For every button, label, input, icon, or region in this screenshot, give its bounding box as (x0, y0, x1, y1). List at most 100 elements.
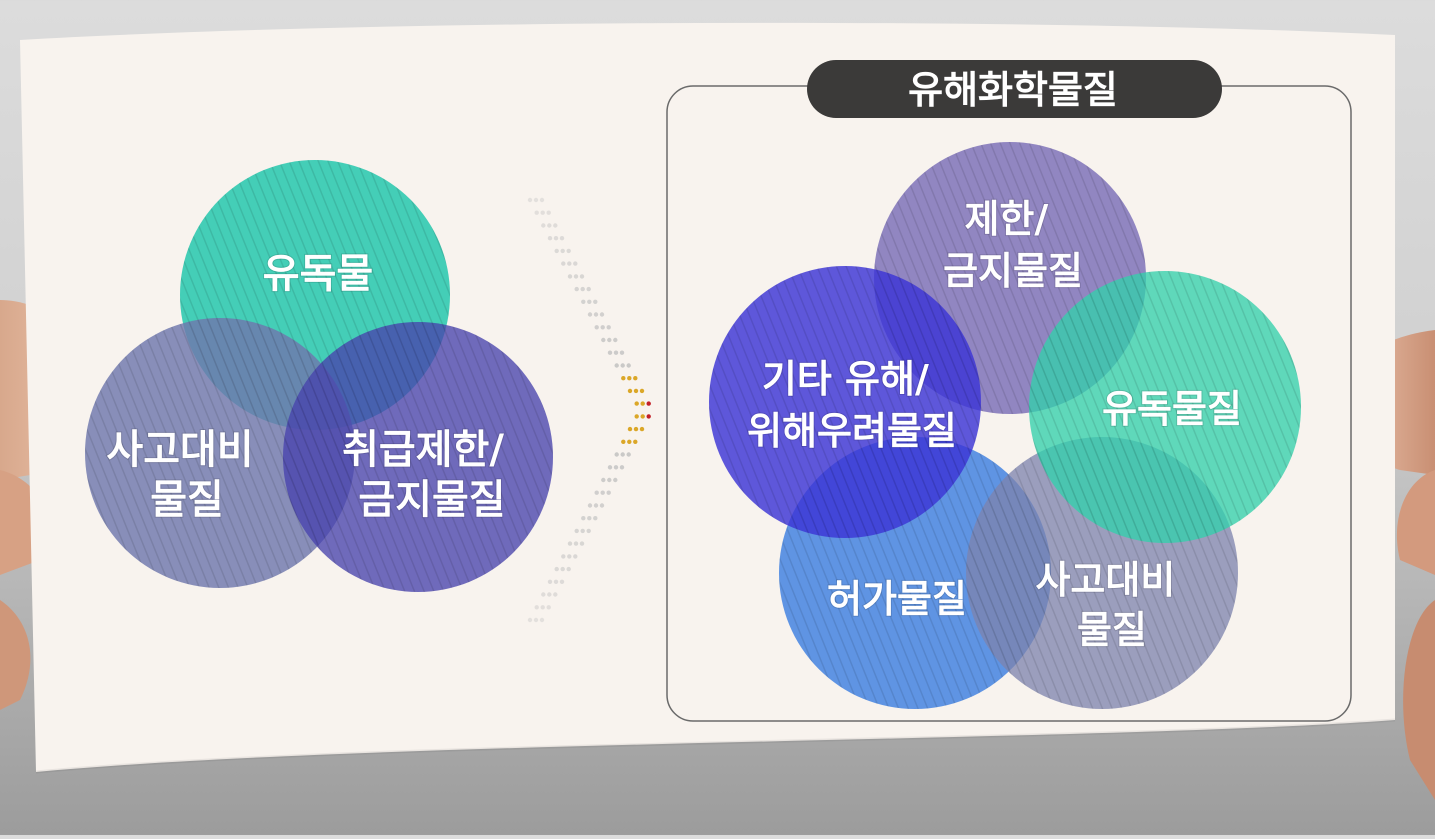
chevron-dot (639, 388, 645, 394)
right-label-other-line1: 기타 유해/ (762, 357, 929, 401)
chevron-dot (587, 503, 593, 508)
chevron-dot (607, 477, 612, 483)
chevron-dot (619, 465, 625, 470)
svg-text:허가물질: 허가물질 (827, 577, 967, 621)
chevron-dot (560, 248, 565, 254)
chevron-dot (627, 388, 633, 394)
svg-text:유독물질: 유독물질 (1102, 387, 1242, 431)
svg-text:기타 유해/ 위해우려물질: 기타 유해/ 위해우려물질 (747, 357, 957, 453)
left-label-accident-line1: 사고대비 (106, 427, 253, 473)
chevron-dot (606, 490, 611, 495)
chevron-dot (579, 541, 585, 546)
chevron-dot (640, 401, 645, 406)
chevron-dot (633, 439, 638, 444)
chevron-dot (593, 516, 598, 521)
left-label-restricted-line2: 금지물질 (358, 477, 505, 523)
chevron-dot (600, 490, 605, 495)
chevron-dot (547, 223, 552, 228)
svg-text:취급제한/ 금지물질: 취급제한/ 금지물질 (342, 427, 518, 523)
chevron-dot (614, 363, 619, 368)
chevron-dot (586, 528, 591, 534)
right-venn-diagram: 유해화학물질 제한/ 금지물질 기타 유해/ 위해우려물질 (666, 60, 1352, 722)
chevron-dot (587, 299, 592, 304)
chevron-dot (567, 541, 573, 546)
chevron-dot (594, 325, 599, 330)
chevron-dot (607, 465, 613, 470)
title-pill: 유해화학물질 (807, 60, 1222, 118)
right-label-permit-line1: 허가물질 (827, 577, 967, 621)
chevron-dot (553, 223, 558, 228)
chevron-dot (573, 554, 578, 559)
chevron-dot (621, 439, 626, 444)
chevron-dot (599, 312, 605, 317)
chevron-dot (633, 388, 639, 394)
chevron-dot (547, 579, 553, 584)
chevron-dot (593, 299, 598, 304)
chevron-dot (619, 350, 625, 355)
chevron-dot (566, 566, 571, 572)
title-hazardous-chemicals: 유해화학물질 (908, 68, 1118, 112)
chevron-dot (633, 426, 639, 432)
chevron-dot (560, 566, 565, 572)
dotted-chevron-arrow (527, 197, 651, 623)
chevron-dot (546, 210, 551, 215)
chevron-dot (613, 465, 619, 470)
svg-text:사고대비 물질: 사고대비 물질 (1035, 558, 1188, 652)
chevron-dot (594, 490, 599, 495)
chevron-dot (559, 236, 565, 241)
chevron-dot (633, 376, 638, 381)
right-label-restricted-line2: 금지물질 (943, 249, 1083, 293)
chevron-dot (534, 210, 539, 215)
chevron-dot (593, 503, 599, 508)
chevron-dot (547, 236, 553, 241)
chevron-dot (646, 401, 651, 406)
chevron-dot (613, 477, 618, 483)
chevron-dot (614, 452, 619, 457)
chevron-dot (554, 248, 559, 254)
chevron-dot (627, 426, 633, 432)
chevron-dot (567, 554, 572, 559)
chevron-dot (539, 617, 545, 623)
chevron-dot (553, 236, 559, 241)
svg-text:유독물: 유독물 (263, 251, 373, 297)
chevron-dot (586, 286, 591, 292)
chevron-dot (553, 592, 558, 597)
chevron-dot (627, 376, 632, 381)
chevron-dot (620, 363, 625, 368)
right-label-toxic-line1: 유독물질 (1102, 387, 1242, 431)
chevron-dot (561, 554, 566, 559)
left-label-toxic-line1: 유독물 (263, 251, 373, 297)
chevron-dot (559, 579, 565, 584)
chevron-dot (580, 528, 585, 534)
chevron-dot (601, 477, 606, 483)
chevron-dot (601, 337, 606, 343)
chevron-dot (581, 516, 586, 521)
chevron-dot (527, 197, 533, 203)
left-label-restricted-line1: 취급제한/ (342, 427, 504, 473)
chevron-dot (541, 592, 546, 597)
chevron-dot (620, 452, 625, 457)
chevron-dot (640, 414, 645, 419)
left-venn-diagram: 유독물 사고대비 물질 취급제한/ 금지물질 (85, 160, 553, 592)
chevron-dot (634, 414, 639, 419)
chevron-dot (626, 452, 631, 457)
right-label-accident-line1: 사고대비 (1035, 558, 1175, 602)
chevron-dot (567, 261, 572, 266)
chevron-dot (607, 350, 613, 355)
chevron-dot (593, 312, 599, 317)
chevron-dot (553, 579, 559, 584)
chevron-dot (574, 286, 579, 292)
svg-text:제한/ 금지물질: 제한/ 금지물질 (943, 197, 1083, 293)
svg-text:사고대비 물질: 사고대비 물질 (106, 427, 267, 523)
chevron-dot (573, 261, 578, 266)
right-circle-other-hazardous (709, 266, 981, 538)
chevron-dot (573, 541, 579, 546)
right-label-accident-line2: 물질 (1077, 608, 1147, 652)
chevron-dot (646, 414, 651, 419)
chevron-dot (581, 299, 586, 304)
chevron-dot (574, 528, 579, 534)
chevron-dot (541, 223, 546, 228)
chevron-dot (613, 337, 618, 343)
chevron-dot (539, 197, 545, 203)
